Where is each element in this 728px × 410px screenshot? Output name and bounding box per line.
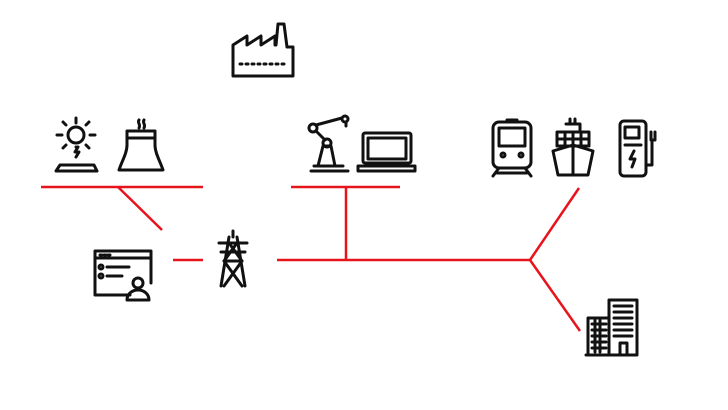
user-dashboard-icon — [93, 249, 153, 302]
train-icon — [491, 118, 533, 178]
laptop-icon — [356, 131, 417, 173]
building-branch-line — [528, 259, 582, 332]
factory-icon — [231, 22, 295, 78]
solar-panel-icon — [54, 116, 99, 173]
ship-icon — [551, 117, 595, 177]
ev-charger-icon — [618, 119, 657, 178]
robot-arm-icon — [307, 114, 350, 173]
transport-branch-line — [528, 187, 581, 261]
power-pylon-icon — [217, 229, 249, 288]
grid-lines — [41, 185, 582, 332]
office-building-icon — [584, 298, 639, 357]
cooling-tower-icon — [117, 118, 165, 172]
generation-branch-line — [117, 186, 163, 231]
